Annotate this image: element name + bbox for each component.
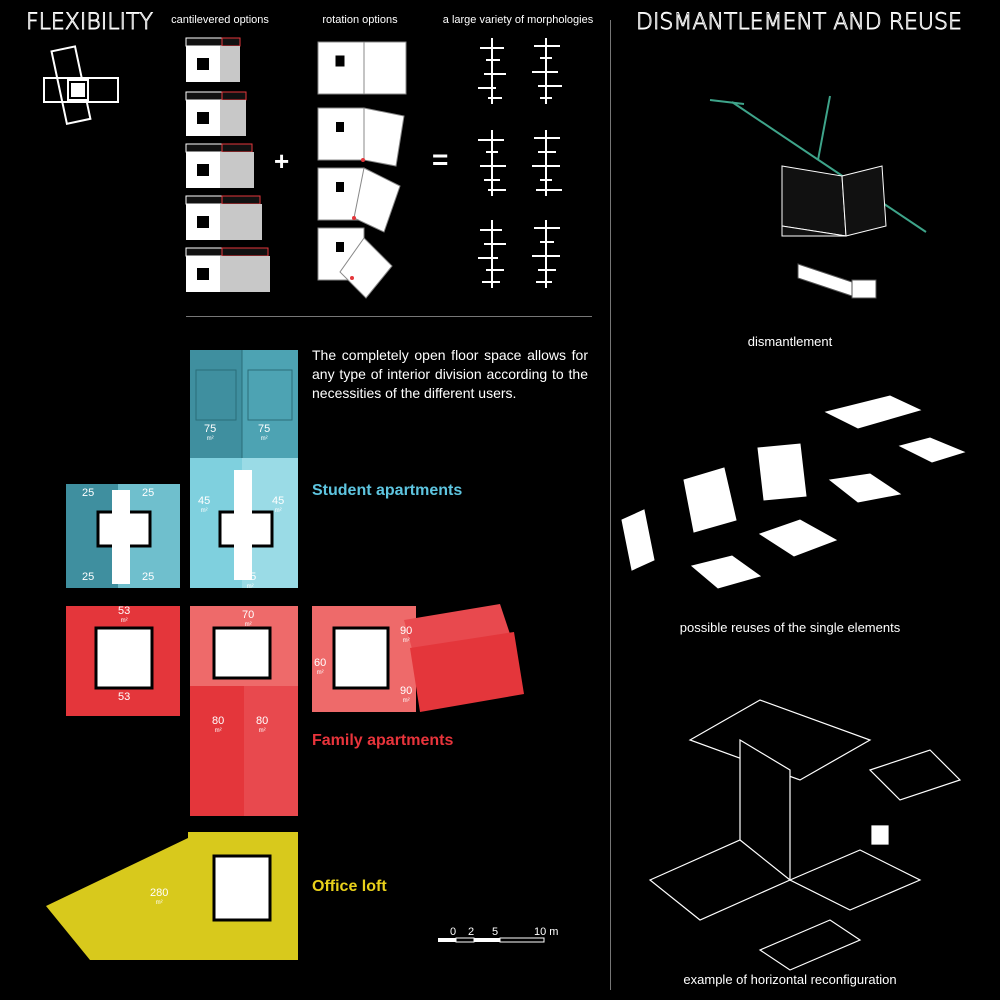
morphology-options-label: a large variety of morphologies: [442, 14, 594, 26]
scale-tick-0: 0: [450, 926, 457, 938]
cantilever-option-1: [185, 37, 241, 82]
rotation-option-3: [317, 167, 401, 233]
family-apartments-label: Family apartments: [312, 732, 454, 749]
family-plan-left: [66, 606, 180, 716]
description-text: The completely open floor space allows f…: [312, 347, 588, 401]
scale-tick-2: 2: [468, 926, 475, 938]
horizontal-reconfiguration-illustration: [648, 699, 962, 971]
area-label: 25: [142, 487, 155, 499]
horizontal-divider: [186, 316, 592, 317]
cantilever-option-4: [185, 195, 262, 240]
truck-illustration: [797, 263, 877, 299]
rotation-option-2: [317, 107, 405, 167]
cantilever-option-2: [185, 91, 247, 136]
family-plan-right: [312, 604, 524, 712]
area-label: 53: [118, 691, 131, 703]
equals-sign: =: [432, 144, 449, 175]
reuses-caption: possible reuses of the single elements: [679, 620, 901, 635]
cantilever-option-3: [185, 143, 254, 188]
reuse-elements: [621, 395, 966, 589]
scale-tick-5: 5: [492, 926, 499, 938]
flexibility-title: FLEXIBILITY: [26, 10, 154, 36]
office-plan: [46, 832, 298, 960]
building-stack-illustration: [781, 165, 887, 237]
horizontal-reconfiguration-caption: example of horizontal reconfiguration: [683, 972, 897, 987]
area-label: 25: [82, 571, 95, 583]
student-plan-middle: [190, 458, 298, 588]
dismantlement-caption: dismantlement: [747, 334, 833, 349]
area-label: 25: [82, 487, 95, 499]
area-label: 25: [142, 571, 155, 583]
office-loft-label: Office loft: [312, 878, 387, 895]
rotation-pinwheel-icon: [43, 45, 119, 125]
family-plan-center: [190, 606, 298, 816]
reuse-title: DISMANTLEMENT AND REUSE: [636, 10, 963, 36]
scale-tick-10: 10 m: [534, 926, 559, 938]
scale-bar: [438, 937, 545, 943]
student-apartments-label: Student apartments: [312, 482, 463, 499]
morphology-spines: [478, 38, 562, 288]
student-plan-top: [190, 350, 298, 458]
rotation-option-4: [317, 227, 393, 299]
rotation-option-1: [317, 41, 407, 95]
vertical-divider: [610, 20, 611, 990]
plus-sign: +: [274, 146, 290, 176]
student-plan-west: [66, 484, 180, 588]
crane-illustration: [709, 95, 927, 233]
cantilevered-options-label: cantilevered options: [171, 14, 269, 26]
rotation-options-label: rotation options: [322, 14, 398, 26]
cantilever-option-5: [185, 247, 270, 292]
